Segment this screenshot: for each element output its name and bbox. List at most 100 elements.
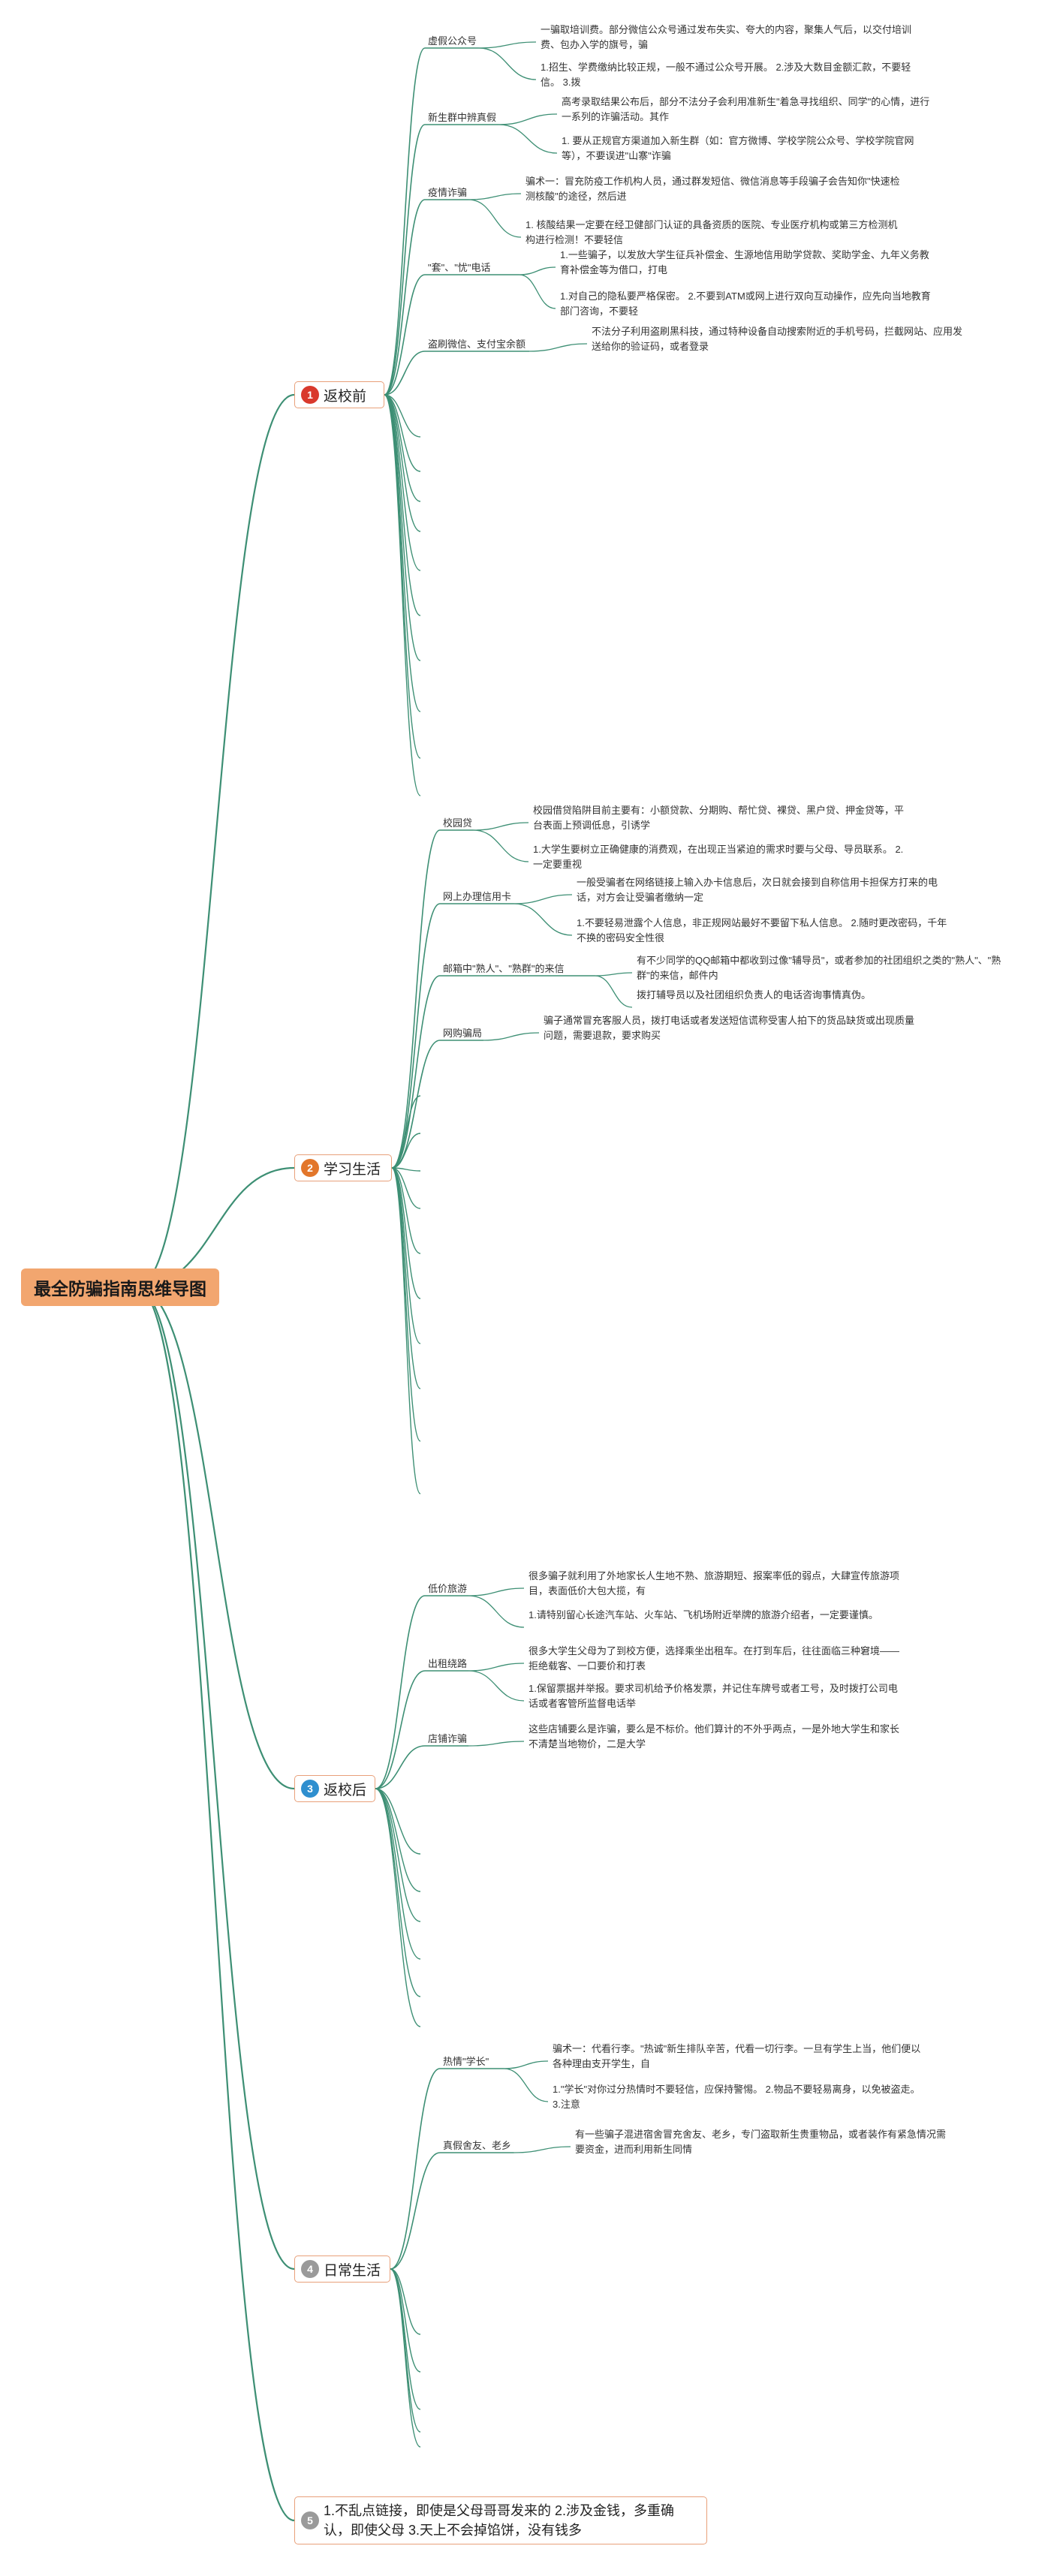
- branch-topic-1[interactable]: 1 返校前: [294, 381, 384, 408]
- leaf-note: 1. 核酸结果一定要在经卫健部门认证的具备资质的医院、专业医疗机构或第三方检测机…: [525, 219, 898, 245]
- branch-stub-line: [390, 2268, 421, 2433]
- subtopic-to-leaf-line: [468, 1587, 525, 1596]
- subtopic-to-leaf-line: [513, 2146, 571, 2153]
- branch-stub-line: [375, 1788, 421, 1960]
- branch-stub-line: [375, 1788, 421, 1922]
- leaf-note: 不法分子利用盗刷黑科技，通过特种设备自动搜索附近的手机号码，拦截网站、应用发送给…: [592, 326, 963, 352]
- branch-to-subtopic-line: [384, 274, 426, 396]
- branch-label: 1.不乱点链接，即使是父母哥哥发来的 2.涉及金钱，多重确认，即使父母 3.天上…: [324, 2503, 675, 2538]
- subtopic[interactable]: 网购骗局: [443, 1028, 483, 1039]
- topic-number-badge: 1: [301, 386, 319, 404]
- topic-number-badge: 3: [301, 1780, 319, 1798]
- subtopic[interactable]: 疫情诈骗: [428, 187, 468, 198]
- subtopic[interactable]: 店铺诈骗: [428, 1733, 468, 1744]
- branch-label: 日常生活: [324, 2262, 381, 2279]
- branch-to-subtopic-line: [390, 2152, 441, 2270]
- subtopic-to-leaf-line: [519, 274, 556, 309]
- subtopic[interactable]: 真假舍友、老乡: [443, 2140, 512, 2151]
- branch-to-subtopic-line: [375, 1745, 426, 1789]
- branch-stub-line: [384, 394, 421, 571]
- subtopic-to-leaf-line: [503, 2068, 549, 2102]
- subtopic-to-leaf-line: [483, 1032, 540, 1041]
- leaf-note: 1.不要轻易泄露个人信息，非正规网站最好不要留下私人信息。 2.随时更改密码，千…: [577, 917, 947, 943]
- subtopic[interactable]: 校园贷: [443, 817, 473, 829]
- subtopic-to-leaf-line: [513, 903, 573, 936]
- subtopic[interactable]: 热情"学长": [443, 2056, 489, 2067]
- branch-label: 返校前: [324, 388, 367, 405]
- subtopic[interactable]: 虚假公众号: [428, 35, 477, 47]
- branch-stub-line: [391, 1167, 421, 1494]
- subtopic-to-leaf-line: [513, 894, 573, 904]
- leaf-note: 一般受骗者在网络链接上输入办卡信息后，次日就会接到自称信用卡担保方打来的电话，对…: [577, 877, 938, 903]
- subtopic-to-leaf-line: [473, 822, 529, 831]
- branch-to-subtopic-line: [384, 351, 426, 396]
- leaf-note: 1.招生、学费缴纳比较正规，一般不通过公众号开展。 2.涉及大数目金额汇款，不要…: [541, 62, 911, 88]
- branch-topic-2[interactable]: 2 学习生活: [294, 1154, 392, 1181]
- subtopic-to-leaf-line: [468, 1741, 525, 1747]
- subtopic[interactable]: 网上办理信用卡: [443, 891, 512, 902]
- branch-stub-line: [375, 1788, 421, 2027]
- branch-stub-line: [391, 1167, 421, 1389]
- branch-stub-line: [391, 1167, 421, 1209]
- leaf-note: 骗术一：代看行李。"热诚"新生排队辛苦，代看一切行李。一旦有学生上当，他们便以各…: [553, 2043, 921, 2069]
- branch-to-subtopic-line: [391, 829, 441, 1169]
- leaf-note: 1. 要从正规官方渠道加入新生群（如：官方微博、学校学院公众号、学校学院官网等）…: [562, 135, 914, 161]
- branch-stub-line: [391, 1095, 421, 1169]
- branch-stub-line: [390, 2268, 421, 2335]
- branch-to-subtopic-line: [390, 2068, 441, 2270]
- branch-stub-line: [391, 1167, 421, 1344]
- root-topic[interactable]: 最全防骗指南思维导图: [21, 1268, 219, 1306]
- branch-stub-line: [375, 1788, 421, 1855]
- subtopic[interactable]: 新生群中辨真假: [428, 112, 497, 123]
- leaf-note: 有不少同学的QQ邮箱中都收到过像"辅导员"，或者参加的社团组织之类的"熟人"、"…: [637, 955, 1001, 981]
- subtopic-to-leaf-line: [595, 972, 633, 977]
- subtopic-to-leaf-line: [498, 124, 558, 154]
- subtopic[interactable]: 邮箱中"熟人"、"熟群"的来信: [443, 963, 565, 974]
- leaf-note: 骗术一：冒充防疫工作机构人员，通过群发短信、微信消息等手段骗子会告知你"快速检测…: [525, 176, 900, 202]
- branch-label: 学习生活: [324, 1161, 381, 1178]
- subtopic-to-leaf-line: [478, 41, 537, 49]
- subtopic-to-leaf-line: [528, 343, 588, 352]
- subtopic-to-leaf-line: [468, 193, 522, 200]
- subtopic-to-leaf-line: [468, 1663, 525, 1672]
- leaf-note: 校园借贷陷阱目前主要有：小额贷款、分期购、帮忙贷、裸贷、黑户贷、押金贷等，平台表…: [533, 805, 905, 831]
- subtopic[interactable]: 低价旅游: [428, 1583, 468, 1594]
- branch-stub-line: [391, 1167, 421, 1299]
- branch-stub-line: [391, 1167, 421, 1172]
- subtopic-to-leaf-line: [468, 199, 522, 238]
- leaf-note: 有一些骗子混进宿舍冒充舍友、老乡，专门盗取新生贵重物品，或者装作有紧急情况需要资…: [575, 2129, 947, 2155]
- subtopic[interactable]: 盗刷微信、支付宝余额: [428, 339, 526, 350]
- subtopic-to-leaf-line: [468, 1670, 525, 1702]
- leaf-note: 一骗取培训费。部分微信公众号通过发布失实、夸大的内容，聚集人气后，以交付培训费、…: [541, 24, 912, 50]
- leaf-note: 这些店铺要么是诈骗，要么是不标价。他们算计的不外乎两点，一是外地大学生和家长不清…: [528, 1723, 900, 1750]
- branch-stub-line: [384, 394, 421, 532]
- branch-to-subtopic-line: [384, 124, 426, 396]
- branch-to-subtopic-line: [384, 47, 426, 396]
- branch-stub-line: [384, 394, 421, 438]
- subtopic-to-leaf-line: [468, 1595, 525, 1628]
- branch-to-subtopic-line: [391, 1040, 441, 1169]
- subtopic-to-leaf-line: [473, 829, 529, 862]
- branch-stub-line: [384, 394, 421, 661]
- branch-stub-line: [384, 394, 421, 712]
- topic-number-badge: 2: [301, 1159, 319, 1177]
- root-to-branch-line: [136, 1286, 295, 2522]
- subtopic[interactable]: 出租绕路: [428, 1658, 468, 1669]
- leaf-note: 拨打辅导员以及社团组织负责人的电话咨询事情真伪。: [637, 989, 872, 1001]
- leaf-note: 1.大学生要树立正确健康的消费观，在出现正当紧迫的需求时要与父母、导员联系。 2…: [533, 844, 904, 870]
- branch-stub-line: [375, 1788, 421, 1892]
- subtopic[interactable]: "套"、"忧"电话: [428, 262, 491, 273]
- root-to-branch-line: [136, 393, 295, 1289]
- branch-stub-line: [384, 394, 421, 796]
- branch-to-subtopic-line: [391, 975, 441, 1169]
- branch-stub-line: [390, 2268, 421, 2410]
- branch-to-subtopic-line: [375, 1595, 426, 1789]
- leaf-note: 骗子通常冒充客服人员，拨打电话或者发送短信谎称受害人拍下的货品缺货或出现质量问题…: [544, 1015, 915, 1041]
- leaf-note: 很多大学生父母为了到校方便，选择乘坐出租车。在打到车后，往往面临三种窘境——拒绝…: [528, 1645, 900, 1672]
- root-to-branch-line: [136, 1286, 295, 1790]
- leaf-note: 很多骗子就利用了外地家长人生地不熟、旅游期短、报案率低的弱点，大肆宣传旅游项目，…: [528, 1570, 900, 1596]
